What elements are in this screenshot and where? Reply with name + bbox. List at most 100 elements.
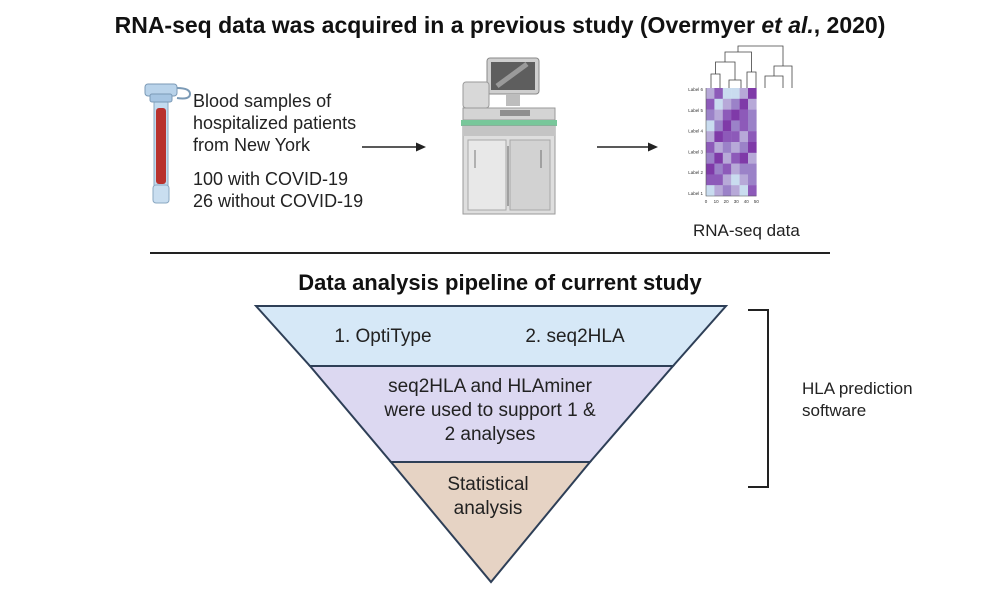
heatmap-dendrogram — [710, 45, 793, 88]
tier2-line: seq2HLA and HLAminer — [388, 376, 592, 397]
bracket-label-line: software — [802, 401, 867, 420]
heatmap-cell — [722, 109, 732, 121]
heatmap-cell — [739, 163, 749, 175]
heatmap-cell — [722, 163, 732, 175]
tier3-line: Statistical — [447, 474, 529, 495]
page-title: RNA-seq data was acquired in a previous … — [114, 12, 886, 38]
heatmap-cell — [722, 152, 732, 164]
heatmap-cell — [706, 185, 715, 197]
heatmap-grid — [705, 88, 757, 197]
heatmap-cell — [722, 120, 732, 132]
heatmap-cell — [748, 98, 757, 110]
heatmap-cell — [706, 174, 715, 186]
blood-tube-icon — [144, 83, 192, 204]
tier3-line: analysis — [453, 498, 523, 519]
heatmap-cell — [731, 152, 740, 164]
heatmap-row-label: Label 4 — [688, 129, 703, 134]
heatmap-cell — [714, 109, 723, 121]
heatmap-cell — [748, 163, 757, 175]
heatmap-cell — [731, 109, 740, 121]
heatmap-cell — [722, 131, 732, 143]
heatmap-cell — [739, 174, 749, 186]
bracket-label: HLA prediction software — [802, 378, 982, 422]
sequencer-machine-icon — [461, 57, 557, 215]
heatmap-cell — [739, 98, 749, 110]
heatmap-cell — [714, 131, 723, 143]
heatmap-cell — [739, 88, 749, 99]
heatmap-cell — [731, 88, 740, 99]
heatmap-cell — [706, 120, 715, 132]
tier1-item-optitype: 1. OptiType — [334, 326, 432, 347]
heatmap-cell — [706, 109, 715, 121]
tier3-text: Statistical analysis — [400, 473, 576, 521]
tier1-item-seq2hla: 2. seq2HLA — [525, 326, 625, 347]
heatmap-cell — [706, 163, 715, 175]
heatmap-cell — [739, 120, 749, 132]
heatmap-row-label: Label 2 — [688, 170, 703, 175]
sample-line: hospitalized patients — [193, 113, 357, 133]
heatmap-cell — [706, 88, 715, 99]
sample-line: Blood samples of — [193, 91, 332, 111]
bracket-label-line: HLA prediction — [802, 379, 913, 398]
heatmap-cell — [706, 98, 715, 110]
heatmap-cell — [731, 131, 740, 143]
arrow-icon — [597, 142, 658, 152]
tier2-line: 2 analyses — [444, 424, 536, 445]
tier2-text: seq2HLA and HLAminer were used to suppor… — [340, 375, 640, 447]
heatmap-row-label: Label 5 — [688, 108, 703, 113]
pipeline-title: Data analysis pipeline of current study — [298, 270, 702, 295]
heatmap-row-label: Label 1 — [688, 191, 703, 196]
heatmap-caption: RNA-seq data — [693, 221, 800, 240]
heatmap-x-tick: 30 — [734, 199, 740, 204]
heatmap-cell — [731, 98, 740, 110]
heatmap-x-tick: 0 — [705, 199, 708, 204]
heatmap-cell — [706, 142, 715, 153]
tier2-line: were used to support 1 & — [384, 400, 596, 421]
heatmap-cell — [748, 142, 757, 153]
heatmap-cell — [748, 88, 757, 99]
arrow-icon — [362, 142, 426, 152]
heatmap-cell — [731, 185, 740, 197]
heatmap-cell — [731, 174, 740, 186]
heatmap-cell — [739, 152, 749, 164]
heatmap-cell — [748, 152, 757, 164]
heatmap-cell — [706, 152, 715, 164]
heatmap-cell — [714, 163, 723, 175]
heatmap-cell — [722, 174, 732, 186]
heatmap-cell — [748, 174, 757, 186]
heatmap-x-ticks: 0 10 20 30 40 50 — [705, 199, 760, 204]
heatmap-cell — [739, 109, 749, 121]
heatmap-cell — [714, 142, 723, 153]
heatmap-cell — [722, 185, 732, 197]
heatmap-cell — [739, 131, 749, 143]
noncovid-count: 26 without COVID-19 — [193, 191, 364, 211]
heatmap-cell — [722, 88, 732, 99]
covid-count: 100 with COVID-19 — [193, 169, 349, 189]
heatmap-cell — [714, 88, 723, 99]
heatmap-cell — [748, 120, 757, 132]
heatmap-x-tick: 20 — [724, 199, 730, 204]
heatmap-cell — [722, 142, 732, 153]
heatmap-cell — [731, 163, 740, 175]
heatmap-cell — [731, 142, 740, 153]
heatmap-x-tick: 40 — [744, 199, 750, 204]
heatmap-cell — [748, 109, 757, 121]
heatmap-cell — [714, 98, 723, 110]
sample-description: Blood samples of hospitalized patients f… — [193, 90, 403, 212]
heatmap-cell — [739, 185, 749, 197]
heatmap-cell — [722, 98, 732, 110]
funnel-tier-3 — [388, 461, 593, 584]
heatmap-cell — [739, 142, 749, 153]
bracket-icon — [748, 309, 769, 488]
heatmap-cell — [714, 174, 723, 186]
heatmap-cell — [731, 120, 740, 132]
heatmap-cell — [748, 131, 757, 143]
heatmap-cell — [706, 131, 715, 143]
heatmap-x-tick: 50 — [754, 199, 760, 204]
sample-line: from New York — [193, 135, 311, 155]
heatmap-cell — [748, 185, 757, 197]
heatmap-x-tick: 10 — [714, 199, 720, 204]
heatmap-row-label: Label 3 — [688, 149, 703, 154]
